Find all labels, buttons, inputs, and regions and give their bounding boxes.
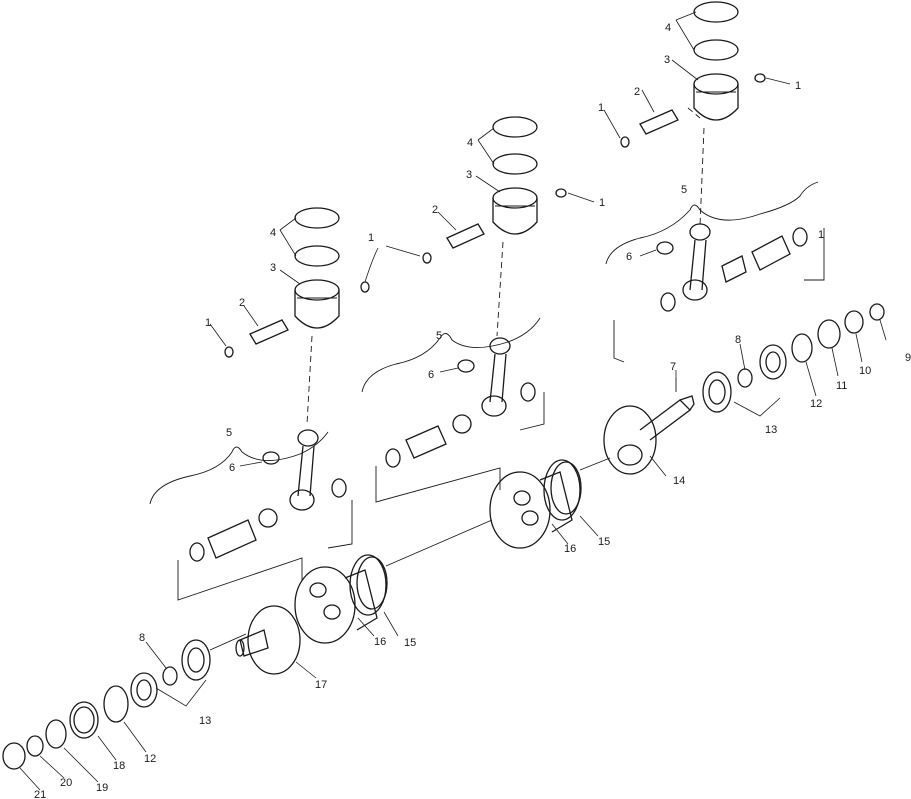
callout-13-right: 13 (765, 424, 777, 436)
callout-1-left: 1 (818, 229, 824, 241)
connecting-rod-assembly-left (149, 429, 353, 601)
piston-assembly-left (224, 207, 421, 425)
callout-5-left: 5 (226, 427, 232, 439)
left-end-seals-bearings (2, 639, 211, 770)
leader-lines (19, 11, 887, 791)
connecting-rod-assembly-right (605, 181, 825, 363)
callout-2-top: 2 (634, 86, 640, 98)
connecting-rod-assembly-middle (361, 317, 545, 503)
callout-8-right: 8 (735, 334, 741, 346)
callout-19: 19 (96, 782, 108, 794)
piston-assembly-middle (422, 116, 567, 337)
callout-14: 14 (673, 475, 685, 487)
callout-2-mid: 2 (432, 204, 438, 216)
callout-3-mid: 3 (466, 169, 472, 181)
callout-1-mid: 1 (599, 197, 605, 209)
callout-1-mid-left: 1 (368, 232, 374, 244)
callout-5-right: 5 (681, 184, 687, 196)
callout-20: 20 (60, 777, 72, 789)
callout-5-mid: 5 (436, 330, 442, 342)
callout-21: 21 (34, 789, 46, 799)
callout-1-top: 1 (795, 80, 801, 92)
callout-3-left: 3 (270, 262, 276, 274)
callout-18: 18 (113, 760, 125, 772)
callout-1-left-pin: 1 (205, 317, 211, 329)
callout-6-right: 6 (626, 251, 632, 263)
piston-assembly-top (620, 1, 766, 227)
callout-4-mid: 4 (467, 137, 473, 149)
callout-6-left: 6 (229, 462, 235, 474)
callout-15-left: 15 (404, 637, 416, 649)
callout-8-left: 8 (139, 632, 145, 644)
callout-16-right: 16 (564, 543, 576, 555)
callout-7: 7 (670, 361, 676, 373)
callout-1-top-left: 1 (598, 102, 604, 114)
callout-13-left: 13 (199, 715, 211, 727)
crankshaft (209, 395, 695, 675)
callout-11: 11 (836, 380, 847, 392)
callout-2-left: 2 (239, 297, 245, 309)
callout-15-right: 15 (598, 536, 610, 548)
callout-12-right: 12 (810, 398, 822, 410)
callout-4-top: 4 (665, 22, 671, 34)
callout-9: 9 (905, 352, 911, 364)
callout-6-mid: 6 (428, 369, 434, 381)
callout-3-top: 3 (664, 54, 670, 66)
callout-labels: 1 1 2 3 4 5 6 1 1 2 3 4 5 6 1 1 2 3 4 5 … (34, 22, 911, 799)
callout-12-left: 12 (144, 753, 156, 765)
callout-10: 10 (859, 365, 871, 377)
right-end-seals-bearings (675, 303, 885, 417)
callout-17: 17 (315, 679, 327, 691)
callout-4-left: 4 (270, 227, 276, 239)
callout-16-left: 16 (374, 636, 386, 648)
